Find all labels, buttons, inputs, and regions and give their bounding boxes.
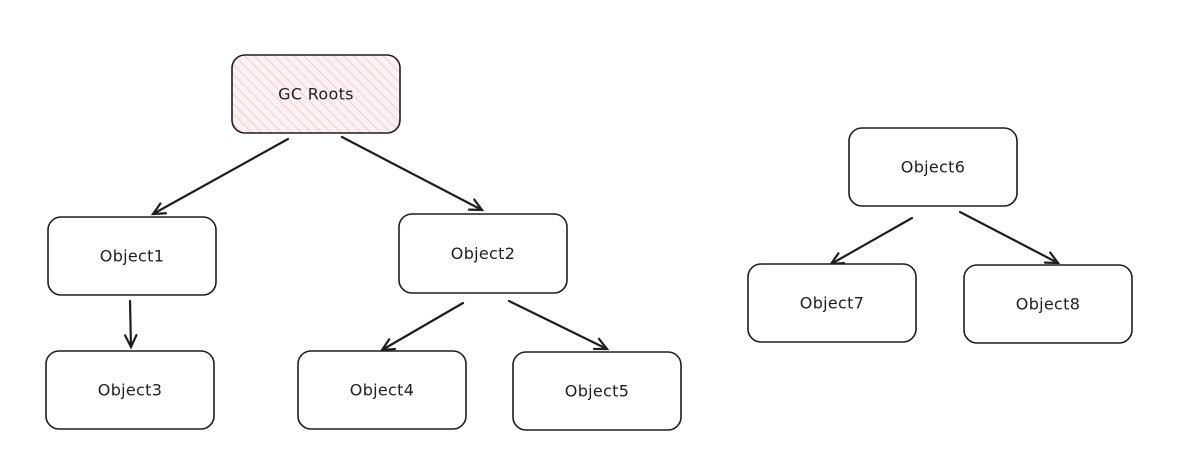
node-box: [398, 213, 568, 294]
node-object6: Object6: [848, 127, 1018, 207]
node-label: Object3: [98, 381, 162, 400]
node-object1: Object1: [47, 216, 217, 296]
node-object2: Object2: [398, 213, 568, 294]
edge-line: [507, 299, 609, 351]
node-object5: Object5: [512, 351, 682, 431]
arrowhead-icon: [592, 337, 610, 351]
node-box: [231, 54, 401, 134]
node-label: Object6: [901, 158, 965, 177]
node-box: [47, 216, 217, 296]
edge-object2-to-object4: [379, 301, 465, 352]
node-object4: Object4: [297, 350, 467, 430]
node-box: [963, 264, 1133, 344]
node-object7: Object7: [747, 263, 917, 343]
node-label: Object4: [350, 381, 414, 400]
arrowhead-icon: [467, 198, 485, 212]
edge-line: [829, 216, 914, 266]
edge-object2-to-object5: [507, 299, 610, 351]
edge-object1-to-object3: [123, 299, 138, 350]
node-gc-roots: GC Roots: [231, 54, 401, 134]
edge-line: [958, 210, 1060, 265]
edge-object6-to-object8: [958, 210, 1061, 265]
node-label: Object8: [1016, 295, 1080, 314]
edges-layer: [123, 135, 1061, 352]
edge-line: [151, 137, 290, 216]
node-label: Object1: [100, 247, 164, 266]
node-label: Object2: [451, 244, 515, 263]
node-box: [297, 350, 467, 430]
node-object8: Object8: [963, 264, 1133, 344]
arrowhead-icon: [1043, 251, 1061, 265]
edge-line: [380, 301, 465, 352]
node-box: [45, 350, 215, 430]
arrowhead-icon: [150, 202, 168, 216]
edge-gc_roots-to-object1: [150, 137, 290, 216]
node-label: Object5: [565, 382, 629, 401]
edge-line: [128, 299, 133, 349]
node-label: GC Roots: [278, 85, 354, 104]
arrowhead-icon: [379, 338, 397, 352]
edge-gc_roots-to-object2: [340, 135, 485, 212]
edge-line: [340, 135, 484, 212]
node-box: [512, 351, 682, 431]
arrowhead-icon: [123, 334, 138, 350]
node-box: [848, 127, 1018, 207]
node-object3: Object3: [45, 350, 215, 430]
edge-object6-to-object7: [828, 216, 914, 266]
node-box: [747, 263, 917, 343]
node-label: Object7: [800, 294, 864, 313]
